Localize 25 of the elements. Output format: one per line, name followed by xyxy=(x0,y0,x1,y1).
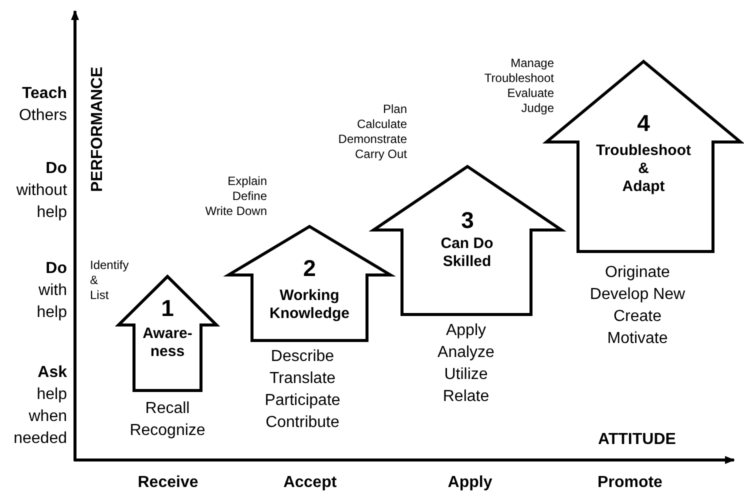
step-title: Aware-ness xyxy=(142,325,194,361)
step-title: Troubleshoot & Adapt xyxy=(596,142,691,196)
level-label: Teach Others xyxy=(18,84,67,126)
step-title: Can Do Skilled xyxy=(440,235,494,271)
activity-list: Manage Troubleshoot Evaluate Judge xyxy=(480,56,554,116)
house-shape xyxy=(117,275,218,392)
activity-list: Originate Develop New Create Motivate xyxy=(585,262,690,350)
axis-title: PERFORMANCE xyxy=(89,66,107,192)
activity-list: Describe Translate Participate Contribute xyxy=(255,346,350,434)
activity-list: Recall Recognize xyxy=(120,398,215,442)
activity-list: Apply Analyze Utilize Relate xyxy=(431,320,501,408)
category-label: Apply xyxy=(446,474,494,492)
category-label: Receive xyxy=(136,474,200,492)
category-label: Accept xyxy=(282,474,338,492)
step-number: 4 xyxy=(636,110,651,136)
activity-list: Plan Calculate Demonstrate Carry Out xyxy=(333,102,407,162)
level-label: Do with help xyxy=(36,259,67,323)
level-label: Ask help when needed xyxy=(14,363,67,449)
axis-title: ATTITUDE xyxy=(598,431,676,449)
activity-list: Identify & List xyxy=(90,258,129,303)
step-number: 1 xyxy=(160,295,175,321)
step-number: 3 xyxy=(460,207,475,233)
activity-list: Explain Define Write Down xyxy=(203,174,267,219)
category-label: Promote xyxy=(596,474,664,492)
level-label: Do without help xyxy=(16,159,67,223)
